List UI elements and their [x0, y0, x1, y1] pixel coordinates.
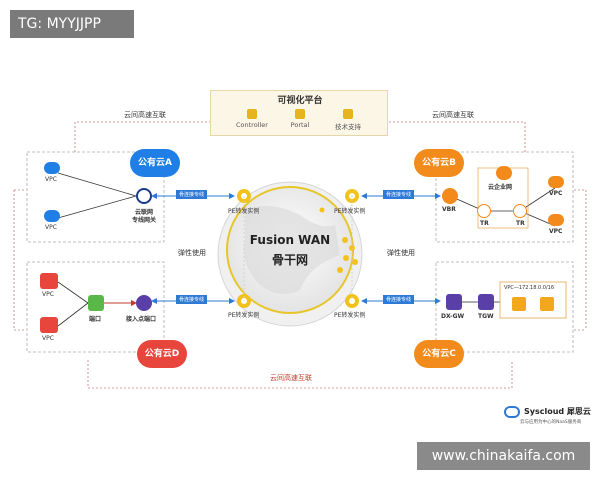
- pe-label-bl: PE转发实例: [228, 312, 260, 319]
- vpc-c-cidr: VPC—172.18.0.0/16: [504, 285, 555, 291]
- watermark-tag: TG: MYYJJPP: [10, 10, 134, 38]
- vpc-b1-cloud-icon: [548, 176, 564, 188]
- portal-icon: [295, 109, 305, 119]
- dxgw-label: DX-GW: [441, 313, 465, 320]
- elastic-label-left: 弹性使用: [178, 249, 206, 257]
- vbr-label: VBR: [442, 206, 456, 213]
- elastic-label-right: 弹性使用: [387, 249, 415, 257]
- cen-label: 云企业网: [488, 184, 513, 191]
- center-title-line1: Fusion WAN: [249, 233, 331, 247]
- vbr-icon: [442, 188, 458, 204]
- link-label-tr: 骨连接专线: [383, 190, 415, 199]
- pe-label-tl: PE转发实例: [228, 208, 260, 215]
- vpc-d2-label: VPC: [42, 335, 54, 342]
- tr2-label: TR: [516, 220, 525, 227]
- cen-cloud-icon: [496, 166, 512, 180]
- interconnect-loop-bottom: [87, 360, 513, 389]
- cloud-a: 公有云A: [130, 149, 180, 177]
- gateway-a-label-2: 专线网关: [131, 217, 156, 224]
- support-icon: [343, 109, 353, 119]
- interconnect-label-top-left: 云间高速互联: [124, 111, 166, 119]
- brand-tagline: 云与应用为中心的NaaS服务商: [520, 420, 582, 425]
- port-label: 端口: [89, 316, 102, 323]
- pe-label-tr: PE转发实例: [334, 208, 366, 215]
- panel-d: [26, 261, 165, 353]
- center-title-line2: 骨干网: [271, 253, 308, 267]
- gateway-a-icon: [136, 188, 152, 204]
- link-label-bl: 骨连接专线: [176, 295, 208, 304]
- tr2-icon: [513, 204, 527, 218]
- vpc-a1-cloud-icon: [44, 162, 60, 174]
- interconnect-label-bottom: 云间高速互联: [270, 374, 312, 382]
- brand-name: Syscloud 犀思云: [524, 407, 591, 416]
- cloud-d: 公有云D: [137, 340, 187, 368]
- cloud-b: 公有云B: [414, 149, 464, 177]
- interconnect-label-top-right: 云间高速互联: [432, 111, 474, 119]
- gear-icon: [247, 109, 257, 119]
- vpc-b2-label: VPC: [549, 228, 563, 235]
- port-icon: [88, 295, 104, 311]
- vpc-d1-label: VPC: [42, 291, 54, 298]
- watermark-site: www.chinakaifa.com: [417, 442, 590, 470]
- vpc-c-instance-2-icon: [540, 297, 554, 311]
- cloud-c: 公有云C: [414, 340, 464, 368]
- tr1-icon: [477, 204, 491, 218]
- vpc-c-instance-1-icon: [512, 297, 526, 311]
- platform-title: 可视化平台: [277, 96, 323, 106]
- access-port-icon: [136, 295, 152, 311]
- platform-item-support[interactable]: 技术支持: [325, 109, 371, 131]
- tgw-icon: [478, 294, 494, 310]
- visualization-platform: 可视化平台 Controller Portal 技术支持: [210, 90, 388, 136]
- platform-item-portal[interactable]: Portal: [277, 109, 323, 129]
- access-port-label: 接入点端口: [126, 316, 157, 323]
- link-label-tl: 骨连接专线: [176, 190, 208, 199]
- pe-label-br: PE转发实例: [334, 312, 366, 319]
- panel-c: [435, 261, 574, 353]
- vpc-d1-icon: [40, 273, 58, 289]
- vpc-b2-cloud-icon: [548, 214, 564, 226]
- panel-b: [435, 151, 574, 243]
- gateway-a-label-1: 云联网: [134, 209, 153, 216]
- tr1-label: TR: [480, 220, 489, 227]
- dxgw-icon: [446, 294, 462, 310]
- vpc-a1-label: VPC: [45, 176, 57, 183]
- vpc-b1-label: VPC: [549, 190, 563, 197]
- vpc-a2-cloud-icon: [44, 210, 60, 222]
- tgw-label: TGW: [478, 313, 494, 320]
- link-label-br: 骨连接专线: [383, 295, 415, 304]
- vpc-a2-label: VPC: [45, 224, 57, 231]
- vpc-d2-icon: [40, 317, 58, 333]
- syscloud-logo-icon: [504, 406, 520, 418]
- platform-item-controller[interactable]: Controller: [229, 109, 275, 129]
